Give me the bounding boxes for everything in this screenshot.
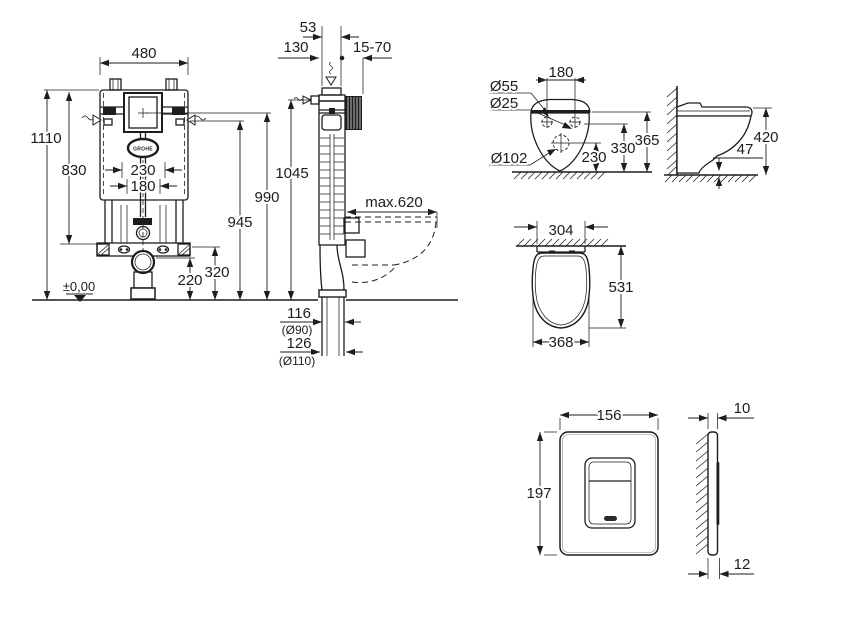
bowl-body [530,112,590,172]
tank-body [318,100,346,246]
wall-mount-block [345,96,362,130]
button-profile [716,462,720,525]
flush-plate-front-view: 156 197 [524,405,659,556]
dim-hole-spacing: 180 [548,64,573,81]
dim-drain-dia-large: (Ø110) [279,354,315,368]
bowl-top-view: 304 531 368 [514,220,636,353]
dim-flush-depth: 53 [300,19,317,36]
dashed-bowl-outline [345,216,437,284]
bowl-profile [676,115,752,174]
wall-hatch [666,86,678,176]
dim-total-height: 1110 [30,130,61,147]
dim-bracket-height: 320 [204,264,229,281]
cistern-side-view: 53 130 15-70 1045 max.620 116 (Ø90) 126 [273,17,438,370]
dim-outlet-dia: Ø102 [491,150,528,167]
dim-outlet-height: 230 [581,149,606,166]
hanger-tab [165,78,178,91]
dim-rod-spacing-outer: 230 [130,162,155,179]
dim-max-width: 368 [548,334,573,351]
dim-plate-width: 156 [596,407,621,424]
frame-body [99,89,189,201]
dim-rear-width: 304 [548,222,573,239]
flush-button [584,457,636,529]
dim-frame-width: 480 [131,45,156,62]
plate-logo-mark [604,516,617,521]
flush-bend-clamp [133,218,152,225]
seat-profile [676,102,753,117]
dim-seat-height-side: 420 [753,129,778,146]
dim-finish-range: 15-70 [353,39,391,56]
hanger-tab [109,78,122,91]
seat-top-outline [531,252,591,329]
dim-seat-hole-dia: Ø55 [490,78,518,95]
wc-bracket-lower [345,239,366,258]
dim-plate-height: 197 [526,485,551,502]
dim-rod-spacing-inner: 180 [130,178,155,195]
flush-pipe-arrow [325,61,337,86]
inspection-window [321,114,342,131]
wall-section-hatch [695,433,709,555]
dim-flush-center-height: 990 [254,189,279,206]
dim-seat-height-rear: 365 [634,132,659,149]
dim-supply-height: 945 [227,214,252,231]
top-view-wall [516,238,626,247]
dim-clearance: 47 [737,141,754,158]
dim-side-total-height: 1045 [275,165,308,182]
floor-level-label: ±0,00 [63,279,95,294]
drain-outlet [130,249,156,300]
dim-drain-offset-large: 126 [286,335,311,352]
dim-hole-height: 330 [610,140,635,157]
dim-fix-hole-dia: Ø25 [490,95,518,112]
front-view-dimensions: 480 1110 830 230 180 990 945 [28,43,282,302]
floor-level-marker: ±0,00 [61,277,97,302]
plate-profile [707,431,719,556]
dim-upper-height: 830 [61,162,86,179]
side-view-dimensions: 53 130 15-70 1045 max.620 116 (Ø90) 126 [273,17,438,370]
bowl-rear-floor [512,171,652,180]
water-supply-arrow-right [186,114,207,126]
dim-bowl-depth-max: max.620 [365,194,423,211]
bowl-rear-view: Ø55 Ø25 Ø102 180 365 330 230 [488,62,662,180]
dim-drain-dia-small: (Ø90) [282,323,313,337]
bowl-side-view: 420 47 [664,86,781,189]
drain-elbow [318,244,347,356]
dim-drain-offset-small: 116 [287,305,311,322]
dim-frame-depth: 130 [283,39,308,56]
wc-bracket-upper [343,217,360,234]
dim-bowl-depth: 531 [608,279,633,296]
water-supply-arrow-left [81,114,102,126]
dim-plate-offset-top: 10 [734,400,751,417]
grohe-logo-text: GROHE [133,147,153,153]
flush-plate [559,431,659,556]
grohe-logo: GROHE [126,133,160,159]
flush-plate-side-view: 10 12 [688,398,754,579]
bowl-side-floor [664,174,758,183]
cistern-front-view: GROHE [28,43,282,302]
water-inlet [310,95,320,105]
dim-plate-offset-bottom: 12 [734,556,751,573]
dim-drain-height: 220 [177,272,202,289]
